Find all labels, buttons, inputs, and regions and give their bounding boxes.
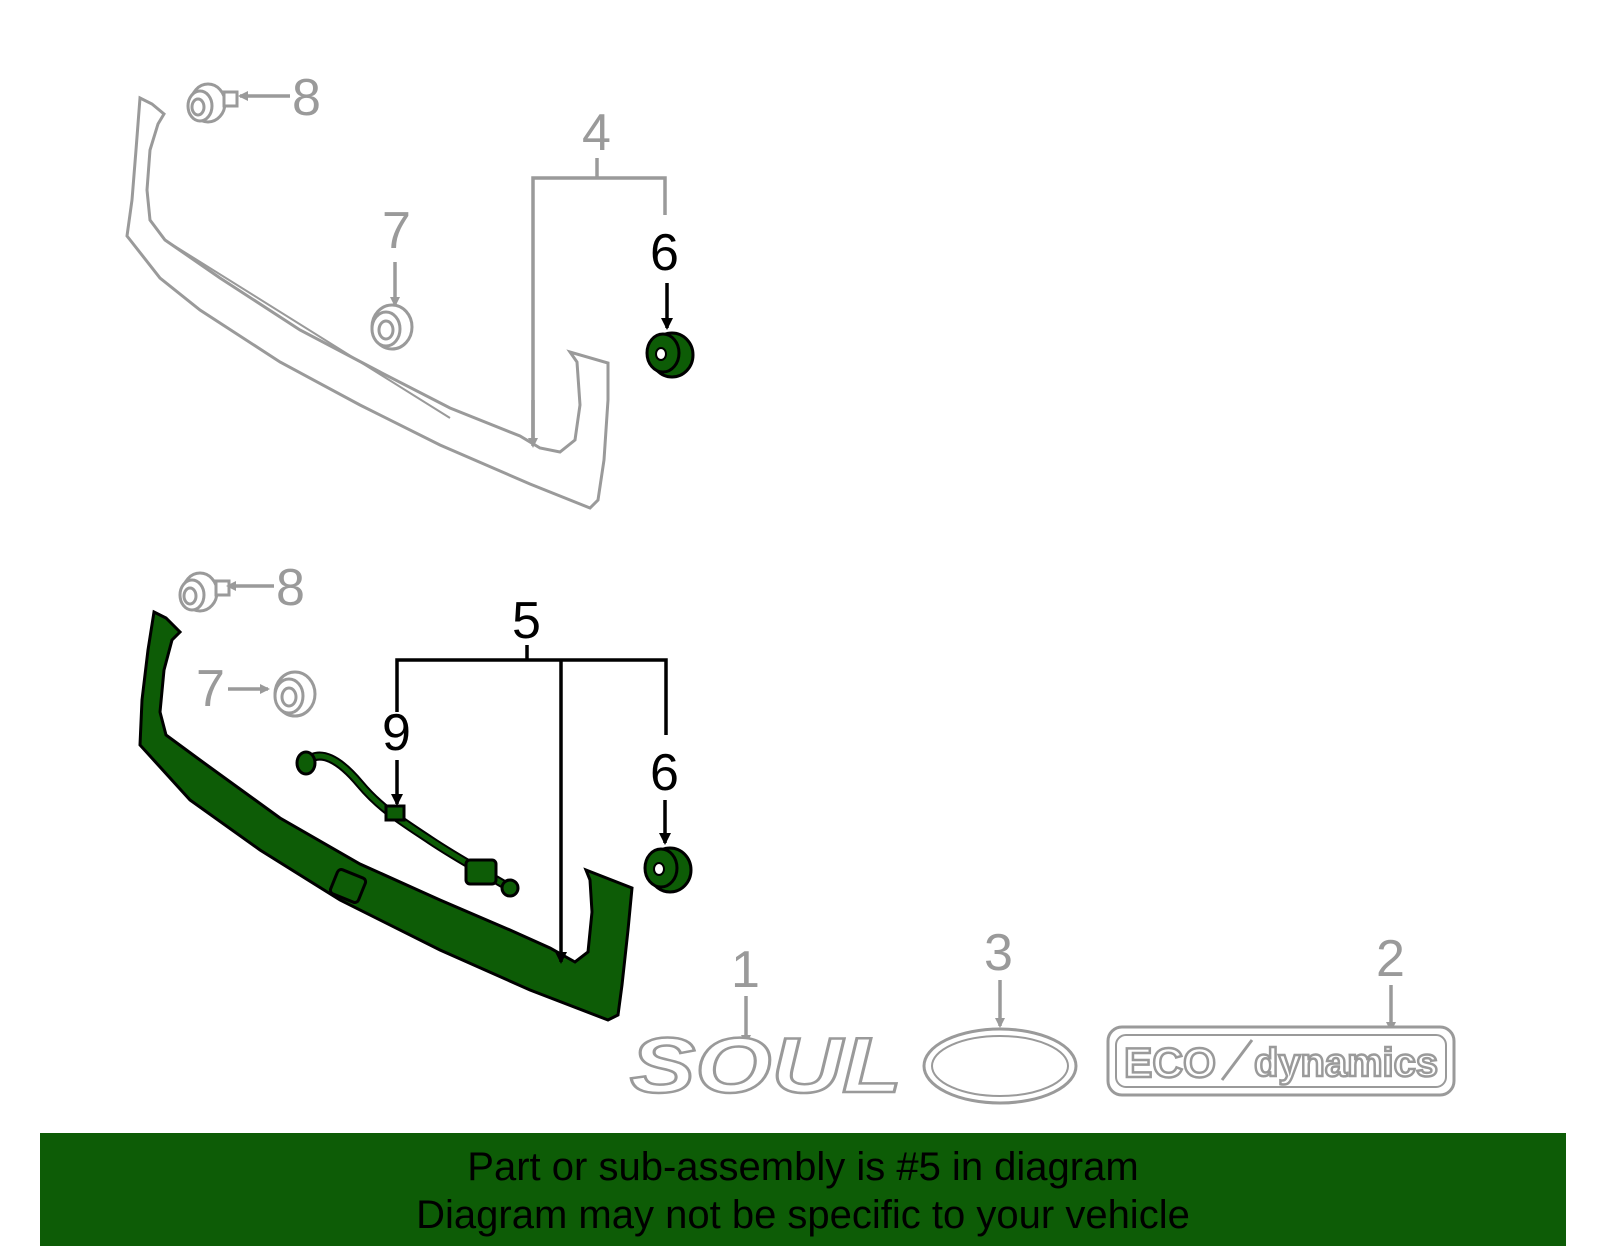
garnish-4-edge <box>149 219 451 419</box>
oval-emblem <box>922 1027 1078 1105</box>
clip-icon <box>186 82 239 124</box>
eco-text: ECO <box>1124 1039 1216 1086</box>
callout-7-lower: 7 <box>196 660 225 718</box>
soul-emblem: SOUL <box>630 1021 902 1109</box>
callout-1: 1 <box>731 941 760 999</box>
handle-recess <box>328 868 368 904</box>
nut-icon <box>273 670 317 718</box>
slash-mark <box>1220 1039 1254 1081</box>
nut-icon <box>370 303 414 351</box>
eco-dynamics-emblem: ECO dynamics <box>1106 1025 1456 1097</box>
grommet-icon <box>645 331 695 379</box>
lower-garnish-assembly <box>138 609 634 1022</box>
callout-3: 3 <box>984 924 1013 982</box>
callout-4: 4 <box>582 104 611 162</box>
upper-garnish-assembly <box>125 95 610 510</box>
wiring-harness-icon <box>295 750 520 898</box>
callout-6-lower: 6 <box>650 744 679 802</box>
callout-6-upper: 6 <box>650 224 679 282</box>
grommet-icon <box>643 846 693 894</box>
callout-9: 9 <box>382 704 411 762</box>
bracket-5 <box>395 658 668 735</box>
callout-7-upper: 7 <box>382 202 411 260</box>
bracket-4 <box>531 176 667 442</box>
callout-8-upper: 8 <box>292 69 321 127</box>
banner-line-2: Diagram may not be specific to your vehi… <box>416 1193 1190 1237</box>
garnish-5-highlighted <box>138 609 634 1022</box>
callout-2: 2 <box>1376 930 1405 988</box>
banner-line-1: Part or sub-assembly is #5 in diagram <box>467 1145 1139 1189</box>
callout-8-lower: 8 <box>276 559 305 617</box>
callout-5: 5 <box>512 592 541 650</box>
garnish-4-outline <box>125 95 610 510</box>
garnish-5-edge <box>165 734 441 901</box>
dynamics-text: dynamics <box>1254 1041 1438 1085</box>
clip-icon <box>178 571 231 613</box>
info-banner: Part or sub-assembly is #5 in diagram Di… <box>40 1133 1566 1246</box>
